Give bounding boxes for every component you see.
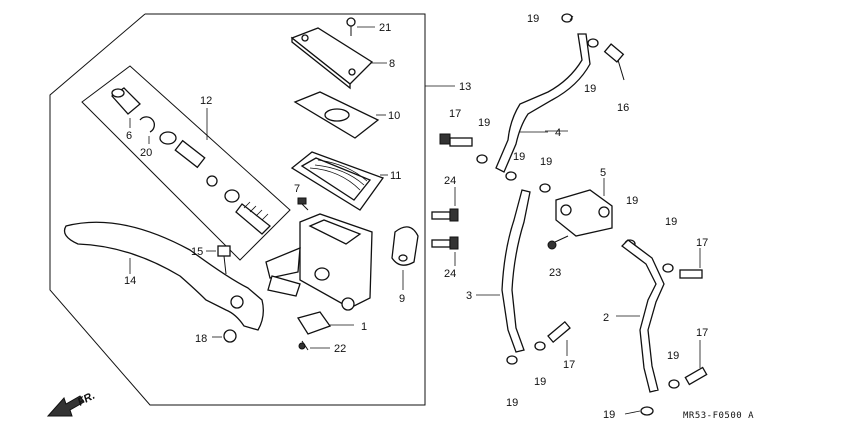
callout-17-right: 17 xyxy=(696,237,708,249)
front-direction-label: FR. xyxy=(76,390,97,409)
callout-5: 5 xyxy=(600,167,606,179)
callout-20: 20 xyxy=(140,147,152,159)
callout-12: 12 xyxy=(200,95,212,107)
callout-13: 13 xyxy=(459,81,471,93)
three-way-joint xyxy=(555,178,613,237)
joint-bolt xyxy=(547,235,569,250)
callout-9: 9 xyxy=(399,293,405,305)
banjo-bolts xyxy=(439,13,708,416)
callout-19-j: 19 xyxy=(667,350,679,362)
callout-10: 10 xyxy=(388,110,400,122)
callout-23: 23 xyxy=(549,267,561,279)
switch-screw xyxy=(298,340,330,351)
diaphragm-plate xyxy=(293,91,386,139)
callout-19-i: 19 xyxy=(506,397,518,409)
brake-switch xyxy=(296,311,354,335)
brake-lever xyxy=(63,221,264,331)
callout-3: 3 xyxy=(466,290,472,302)
piston-kit-boundary xyxy=(81,65,291,261)
callout-4: 4 xyxy=(555,127,561,139)
pivot-nut xyxy=(212,329,237,343)
mounting-bolts xyxy=(431,208,459,250)
callout-24-upper: 24 xyxy=(444,175,456,187)
callout-19-a: 19 xyxy=(527,13,539,25)
callout-6: 6 xyxy=(126,130,132,142)
piston-kit xyxy=(111,87,271,235)
callout-17-bottom: 17 xyxy=(696,327,708,339)
callout-14: 14 xyxy=(124,275,136,287)
callout-19-g: 19 xyxy=(665,216,677,228)
callout-1: 1 xyxy=(361,321,367,333)
callout-19-b: 19 xyxy=(584,83,596,95)
lever-boot xyxy=(391,226,419,290)
reservoir-screw xyxy=(346,17,375,36)
callout-21: 21 xyxy=(379,22,391,34)
callout-19-d: 19 xyxy=(513,151,525,163)
callout-labels: 1 2 3 4 5 6 7 8 9 10 11 12 13 14 15 16 1… xyxy=(124,13,708,421)
pivot-bolt xyxy=(206,245,231,275)
assembly-boundary xyxy=(49,13,455,406)
master-cylinder-body xyxy=(265,213,373,311)
callout-17-upper: 17 xyxy=(449,108,461,120)
callout-11: 11 xyxy=(390,170,401,182)
small-bolt xyxy=(297,197,309,211)
callout-7: 7 xyxy=(294,183,300,195)
upper-hose xyxy=(495,33,591,173)
callout-18: 18 xyxy=(195,333,207,345)
callout-2: 2 xyxy=(603,312,609,324)
diaphragm xyxy=(290,151,388,211)
callout-22: 22 xyxy=(334,343,346,355)
callout-15: 15 xyxy=(191,246,203,258)
lower-hose xyxy=(616,239,665,393)
middle-hose xyxy=(476,189,531,353)
callout-24-lower: 24 xyxy=(444,268,456,280)
callout-19-e: 19 xyxy=(540,156,552,168)
callout-19-k: 19 xyxy=(603,409,615,421)
callout-19-h: 19 xyxy=(534,376,546,388)
callout-8: 8 xyxy=(389,58,395,70)
callout-19-f: 19 xyxy=(626,195,638,207)
callout-17-lower: 17 xyxy=(563,359,575,371)
reservoir-cap xyxy=(290,27,387,90)
front-direction-arrow xyxy=(46,395,85,417)
leader-lines xyxy=(129,15,701,415)
diagram-code-label: MR53-F0500 A xyxy=(683,411,754,421)
callout-19-c: 19 xyxy=(478,117,490,129)
callout-16: 16 xyxy=(617,102,629,114)
